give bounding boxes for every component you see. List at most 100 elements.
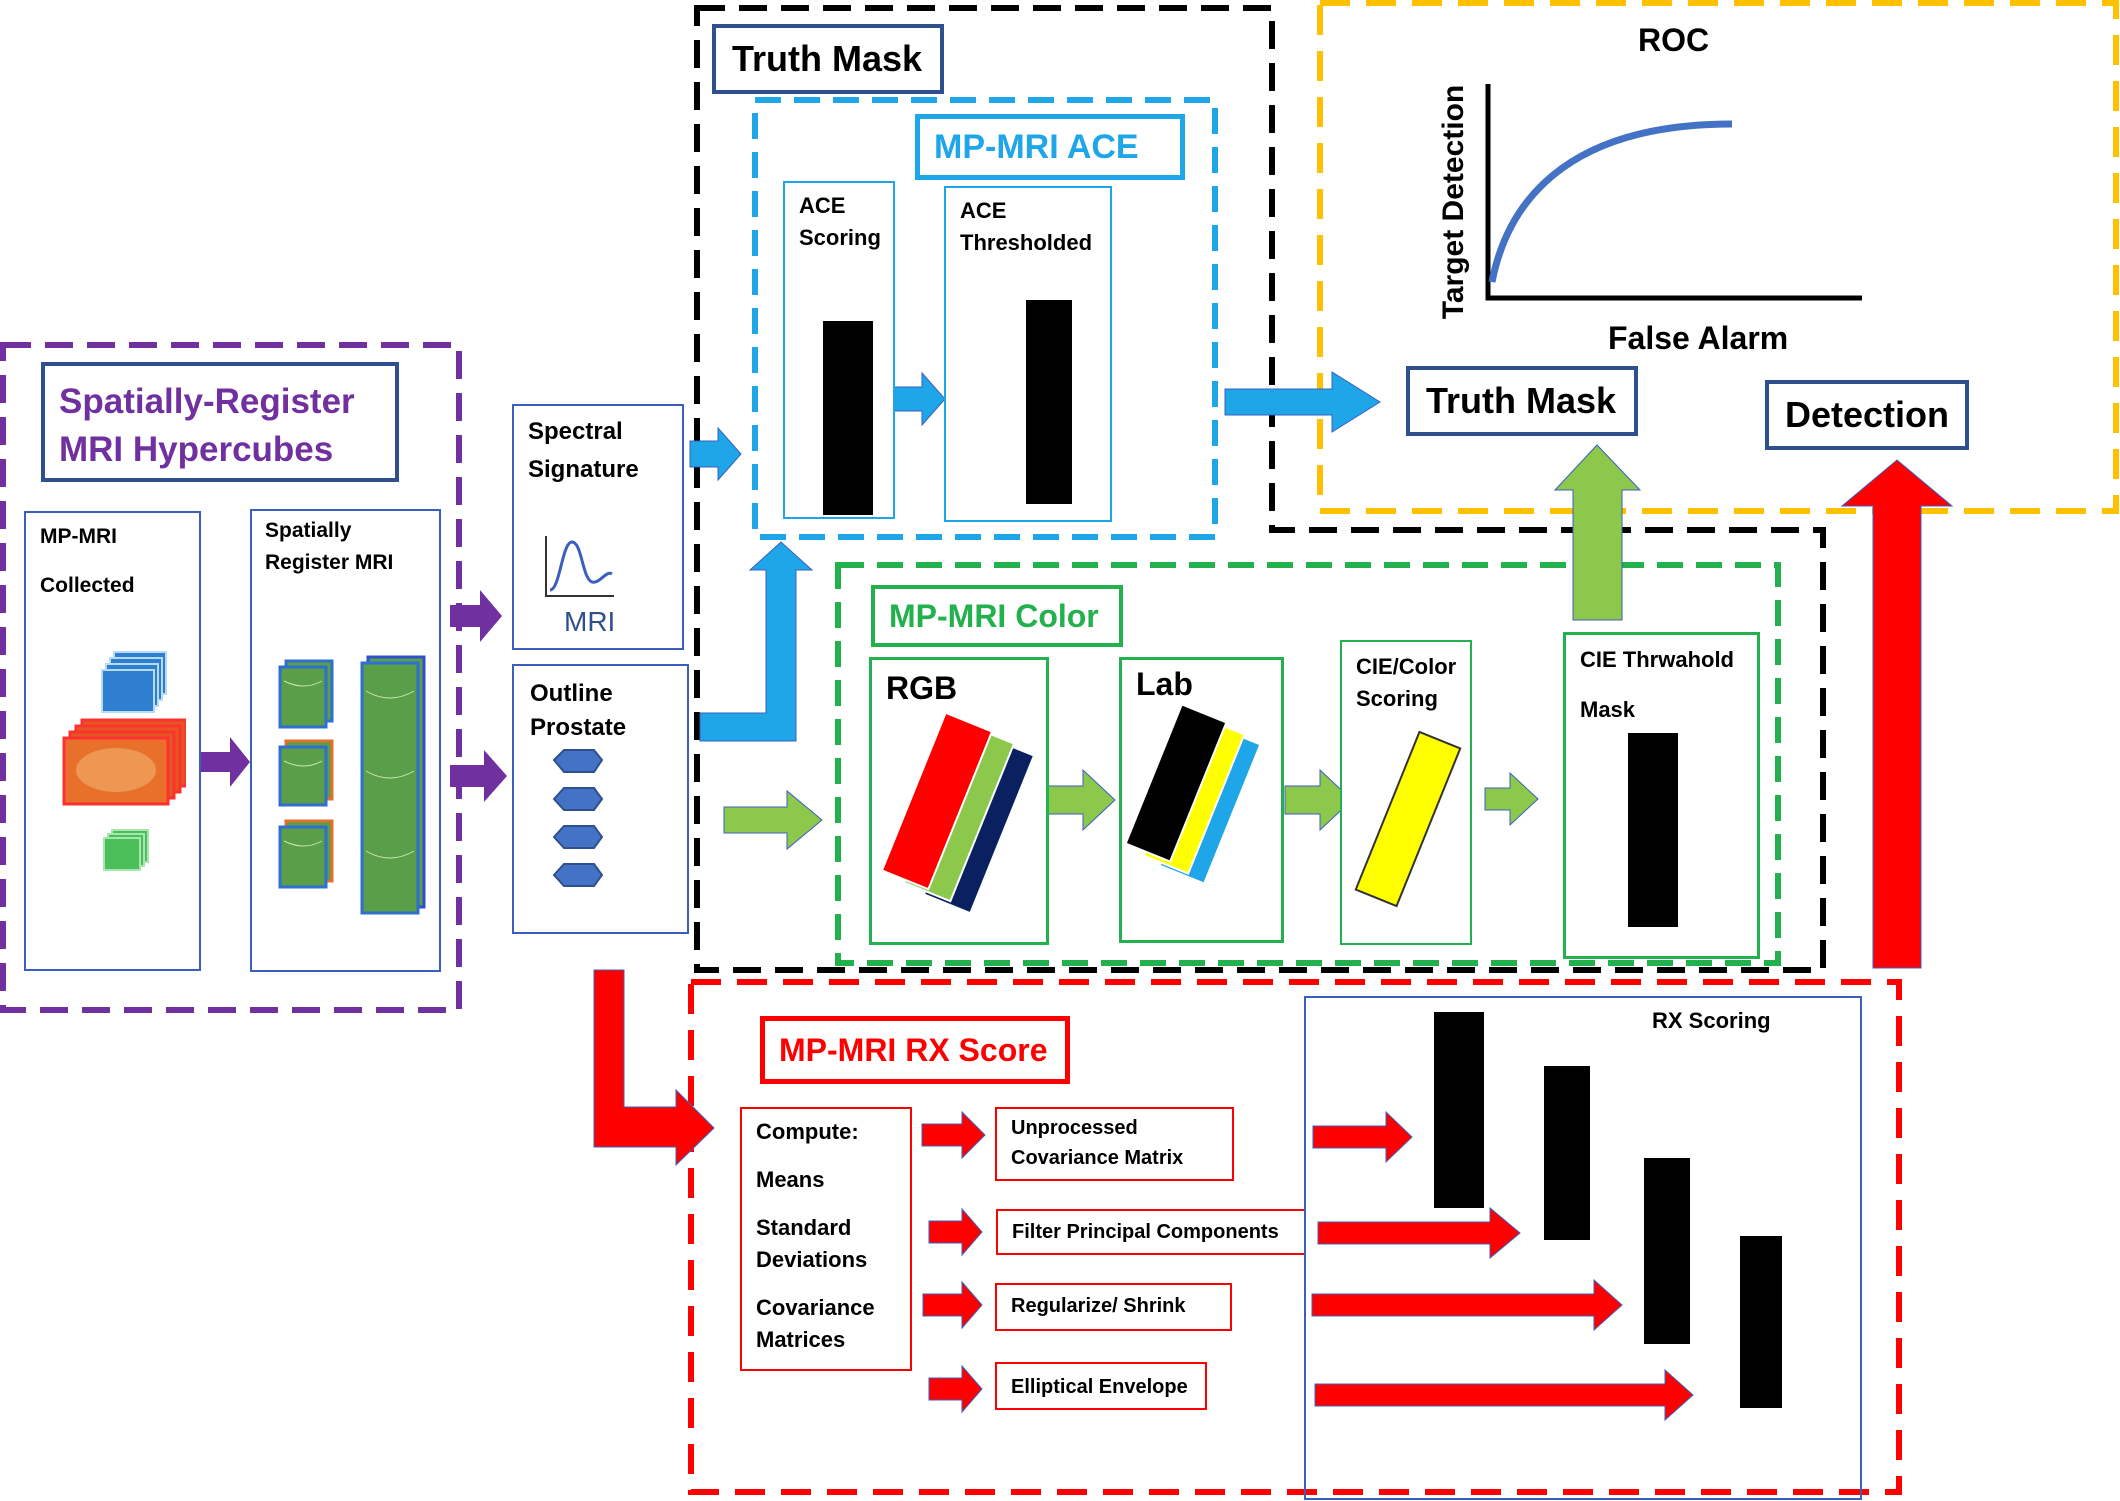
purple-arrow-1 [200, 737, 250, 787]
mri-collected-line2: Collected [40, 574, 135, 597]
rgb-box: RGB [869, 657, 1049, 945]
rgb-channels-image [880, 711, 1036, 915]
rx-score-image-3 [1644, 1158, 1690, 1344]
rx-score-image-4 [1740, 1236, 1782, 1408]
blue-arrow-ace-internal [892, 371, 946, 427]
register-mri-box: Spatially Register MRI [250, 509, 441, 972]
lab-label: Lab [1136, 666, 1193, 702]
spectral-signature-box: Spectral Signature MRI [512, 404, 684, 650]
rx-step-unprocessed: Unprocessed Covariance Matrix [995, 1107, 1234, 1181]
blue-bent-arrow [699, 541, 814, 742]
step2-label: Filter Principal Components [1012, 1221, 1279, 1243]
cie-scoring-image [1354, 730, 1462, 908]
roc-dashed-border [1317, 0, 2119, 514]
green-arrow-up [1553, 444, 1642, 621]
lab-box: Lab [1119, 657, 1284, 943]
mri-stack-image [62, 651, 186, 871]
ace-thresholded-box: ACE Thresholded [944, 186, 1112, 522]
rx-score-image-1 [1434, 1012, 1484, 1208]
outline-prostate-box: Outline Prostate [512, 664, 689, 934]
red-arrow-step1 [921, 1110, 986, 1160]
purple-arrow-3 [450, 750, 507, 802]
truth-mask-title: Truth Mask [712, 24, 944, 94]
std-line1: Standard [756, 1215, 852, 1240]
registered-mri-image [278, 655, 426, 915]
register-line2: Register MRI [265, 551, 394, 574]
color-dashed-border [835, 562, 1781, 966]
step1-line2: Covariance Matrix [1011, 1147, 1184, 1169]
ace-scoring-image [823, 321, 873, 515]
green-arrow-cie [1484, 771, 1539, 827]
mask-line2: Mask [1580, 697, 1636, 722]
cie-mask-image [1628, 733, 1678, 927]
rx-dashed-border [688, 979, 1902, 1495]
spatial-title-box: Spatially-Register MRI Hypercubes [41, 362, 399, 482]
means-label: Means [756, 1167, 825, 1192]
cov-line1: Covariance [756, 1295, 875, 1320]
blue-arrow-spectral [689, 426, 742, 482]
red-arrow-detection [1840, 459, 1954, 969]
compute-label: Compute: [756, 1119, 859, 1144]
spectral-icon-label: MRI [564, 606, 616, 637]
ace-scoring-box: ACE Scoring [783, 181, 895, 519]
green-arrow-rgb [1045, 768, 1116, 832]
roc-xlabel: False Alarm [1608, 320, 1789, 356]
ace-thresholded-image [1026, 300, 1072, 504]
ace-scoring-line2: Scoring [799, 225, 881, 250]
truth-mask-dashed-border [694, 5, 1826, 973]
truth-mask-box: Truth Mask [1406, 366, 1638, 436]
cie-line1: CIE/Color [1356, 654, 1457, 679]
std-line2: Deviations [756, 1247, 868, 1272]
spatial-title-line2: MRI Hypercubes [59, 430, 334, 469]
green-arrow-lab [1284, 768, 1353, 832]
cie-scoring-box: CIE/Color Scoring [1340, 640, 1472, 945]
spectral-curve-icon [545, 536, 614, 597]
blue-arrow-to-truth [1224, 371, 1381, 433]
outline-line2: Prostate [530, 714, 627, 741]
rx-step-filter: Filter Principal Components [996, 1209, 1306, 1255]
spatial-title-line1: Spatially-Register [59, 382, 355, 421]
ace-thresh-line2: Thresholded [960, 230, 1093, 255]
rx-title: MP-MRI RX Score [760, 1016, 1070, 1084]
color-title: MP-MRI Color [871, 585, 1123, 647]
ace-thresh-line1: ACE [960, 198, 1007, 223]
cie-mask-box: CIE Thrwahold Mask [1563, 632, 1760, 959]
spectral-line2: Signature [528, 456, 639, 483]
mri-collected-line1: MP-MRI [40, 525, 117, 548]
roc-ylabel: Target Detection [1437, 84, 1470, 320]
cov-line2: Matrices [756, 1327, 846, 1352]
ace-title: MP-MRI ACE [915, 114, 1185, 180]
step4-label: Elliptical Envelope [1011, 1376, 1188, 1398]
detection-box: Detection [1765, 380, 1969, 450]
ace-scoring-line1: ACE [799, 193, 846, 218]
green-arrow-outline [723, 789, 823, 851]
red-bent-arrow [593, 969, 715, 1167]
outline-line1: Outline [530, 680, 613, 707]
rgb-label: RGB [886, 670, 958, 706]
step1-line1: Unprocessed [1011, 1117, 1138, 1139]
red-arrow-long3 [1311, 1278, 1623, 1332]
mask-line1: CIE Thrwahold [1580, 647, 1734, 672]
red-arrow-long4 [1314, 1368, 1694, 1422]
ace-dashed-border [752, 97, 1218, 540]
red-arrow-step3 [922, 1280, 983, 1330]
lab-channels-image [1124, 703, 1262, 885]
roc-axes [1485, 84, 1862, 301]
red-arrow-long1 [1312, 1110, 1413, 1164]
mri-collected-box: MP-MRI Collected [24, 511, 201, 971]
red-arrow-step4 [928, 1364, 983, 1414]
purple-arrow-2 [450, 590, 502, 642]
red-arrow-long2 [1317, 1206, 1521, 1260]
spatial-dashed-border [0, 342, 462, 1013]
step3-label: Regularize/ Shrink [1011, 1295, 1186, 1317]
roc-curve-plot [1485, 84, 1862, 301]
roc-title: ROC [1638, 22, 1710, 58]
roc-curve [1488, 120, 1733, 283]
rx-step-elliptical: Elliptical Envelope [995, 1362, 1207, 1410]
prostate-outline-icons [552, 749, 604, 887]
rx-scoring-label: RX Scoring [1652, 1008, 1771, 1033]
register-line1: Spatially [265, 519, 352, 542]
rx-score-image-2 [1544, 1066, 1590, 1240]
rx-scoring-box: RX Scoring [1304, 996, 1862, 1500]
